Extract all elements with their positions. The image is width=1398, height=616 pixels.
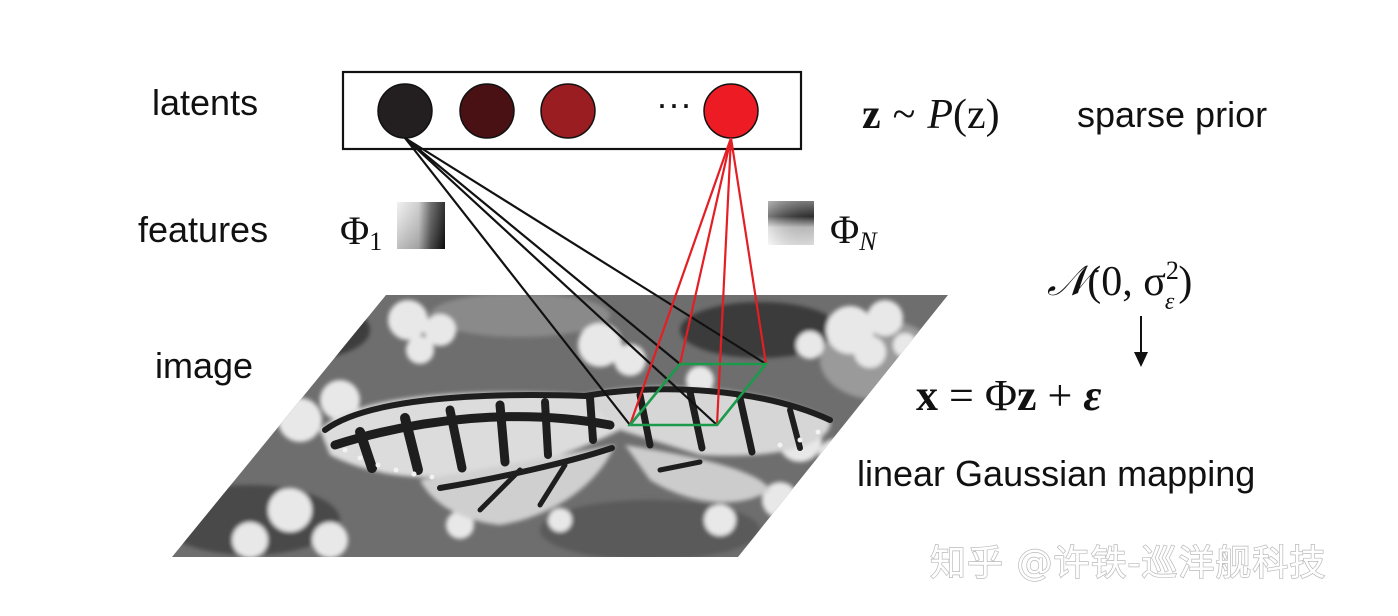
eq-phi: = Φ xyxy=(938,371,1017,420)
epsilon-symbol: ε xyxy=(1083,371,1101,420)
sigma-superscript: 2 xyxy=(1166,256,1179,285)
sparse-prior-text: sparse prior xyxy=(1077,94,1267,135)
latents-label: latents xyxy=(152,82,258,123)
phiN-symbol: Φ xyxy=(830,207,859,252)
svg-text:ΦN: ΦN xyxy=(830,207,878,256)
sigma-subscript: ε xyxy=(1165,289,1175,315)
svg-text:Φ1: Φ1 xyxy=(340,208,382,256)
image-label: image xyxy=(155,345,253,386)
P-symbol: P xyxy=(926,92,953,138)
noise-arrow xyxy=(1134,316,1148,367)
watermark: 知乎 @许铁-巡洋舰科技 xyxy=(930,543,1326,584)
plus-sign: + xyxy=(1037,371,1084,420)
linear-gaussian-mapping-text: linear Gaussian mapping xyxy=(857,453,1255,494)
z-vector: z xyxy=(1017,371,1037,420)
latent-2-node xyxy=(460,84,514,138)
ellipsis: ··· xyxy=(656,83,692,124)
natural-image xyxy=(160,290,960,565)
latent-N-node xyxy=(704,84,758,138)
feature-phiN: ΦN xyxy=(768,201,878,256)
x-symbol: x xyxy=(916,371,938,420)
phiN-subscript: N xyxy=(858,227,878,256)
sim-symbol: ~ xyxy=(893,92,916,138)
phi1-subscript: 1 xyxy=(369,227,382,256)
latent-3-node xyxy=(541,84,595,138)
prior-formula: z ~P(z) xyxy=(862,92,1000,138)
features-label: features xyxy=(138,209,268,250)
prior-arg: (z) xyxy=(953,92,1000,138)
noise-args: (0, σ xyxy=(1087,259,1166,305)
phi1-symbol: Φ xyxy=(340,208,369,253)
z-symbol: z xyxy=(862,92,881,138)
latent-1-node xyxy=(378,84,432,138)
noise-close: ) xyxy=(1178,259,1192,305)
feature-phi1: Φ1 xyxy=(340,202,445,256)
mapping-formula: x = Φz + ε xyxy=(916,371,1101,420)
